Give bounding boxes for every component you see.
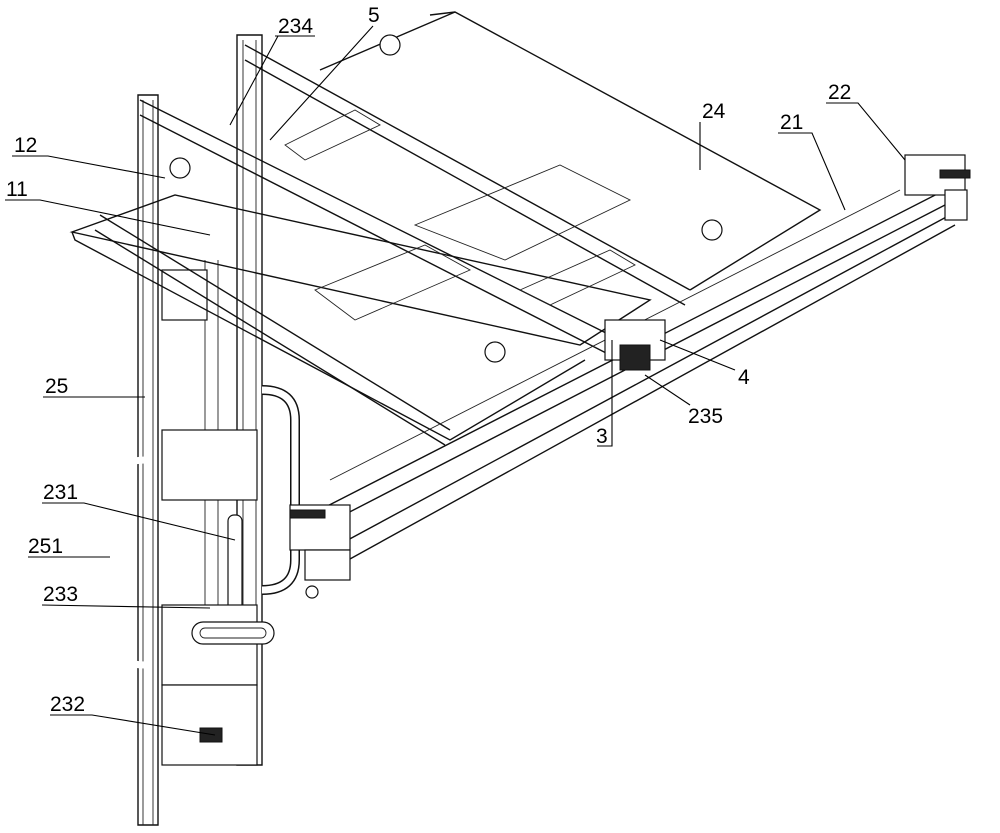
handle-251: [109, 459, 146, 666]
label-231: 231: [43, 481, 78, 504]
post-brackets: [161, 269, 258, 766]
label-3: 3: [596, 425, 608, 448]
label-234: 234: [278, 15, 313, 38]
label-251: 251: [28, 535, 63, 558]
label-235: 235: [688, 405, 723, 428]
near-gripper: [289, 504, 351, 599]
label-21: 21: [780, 111, 803, 134]
label-4: 4: [738, 366, 750, 389]
label-5: 5: [368, 4, 380, 27]
leader-lines: [5, 25, 906, 736]
label-24: 24: [702, 100, 726, 123]
label-11: 11: [6, 178, 28, 201]
latch-232: [199, 727, 223, 743]
label-233: 233: [43, 583, 78, 606]
lock-loop: [191, 621, 275, 645]
end-effector-22: [904, 154, 971, 221]
label-12: 12: [14, 134, 37, 157]
label-22: 22: [828, 81, 851, 104]
label-232: 232: [50, 693, 85, 716]
label-25: 25: [45, 375, 68, 398]
rear-handle: [261, 385, 300, 595]
rollers: [169, 34, 723, 363]
handle-251-inner: [106, 456, 146, 669]
top-frame: [69, 11, 822, 446]
center-module: [604, 319, 666, 371]
